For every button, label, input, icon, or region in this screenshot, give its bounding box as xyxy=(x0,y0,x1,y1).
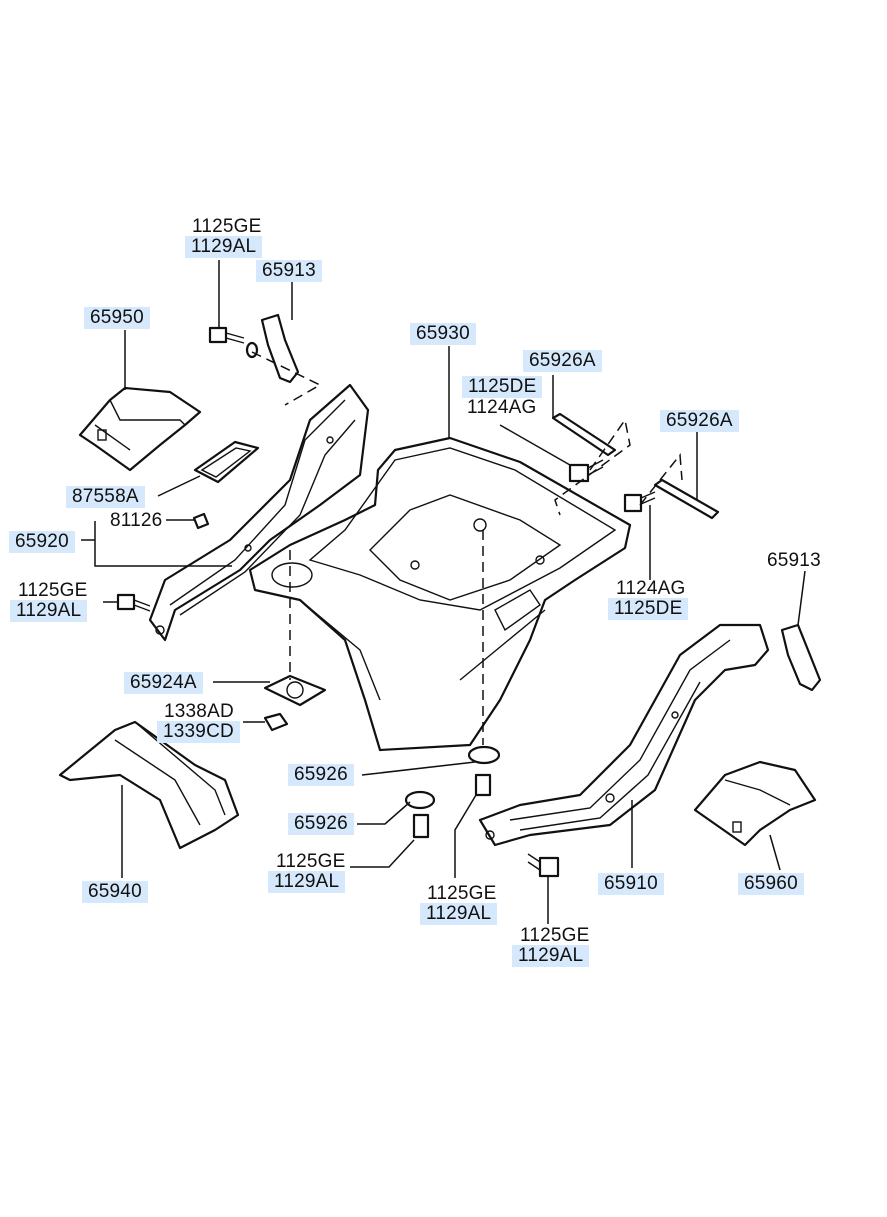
callout-rubber-upper[interactable]: 65926 xyxy=(288,764,354,786)
cover-left-drawing xyxy=(78,386,202,472)
callout-right-bolt-a[interactable]: 1124AG xyxy=(616,578,686,599)
callout-bolt-mid-a[interactable]: 1125DE xyxy=(462,376,543,398)
callout-side-member-right[interactable]: 65910 xyxy=(598,873,664,895)
callout-cover-left[interactable]: 65950 xyxy=(84,307,150,329)
callout-bracket-right[interactable]: 65913 xyxy=(767,550,821,571)
callout-cover-right[interactable]: 65960 xyxy=(738,873,804,895)
callout-bolt-mid-b[interactable]: 1124AG xyxy=(467,397,537,418)
callout-bottom-bolt2-a[interactable]: 1125GE xyxy=(427,883,497,904)
side-member-left-drawing xyxy=(148,383,370,642)
leader-lines xyxy=(81,260,806,924)
callout-cover-front[interactable]: 65940 xyxy=(82,881,148,903)
callout-nut-b[interactable]: 1339CD xyxy=(157,721,240,743)
callout-top-left-bolt-b[interactable]: 1129AL xyxy=(185,236,263,258)
callout-clip[interactable]: 81126 xyxy=(110,510,163,531)
side-member-right-drawing xyxy=(478,623,770,847)
callout-crossmember[interactable]: 65930 xyxy=(410,323,476,345)
cover-front-drawing xyxy=(58,720,240,850)
callout-rubber-lower[interactable]: 65926 xyxy=(288,813,354,835)
cover-right-drawing xyxy=(693,760,817,847)
plate-65926A-a-drawing xyxy=(551,412,617,457)
callout-left-bolt-a[interactable]: 1125GE xyxy=(18,580,88,601)
callout-pad[interactable]: 87558A xyxy=(66,486,145,508)
callout-bottom-bolt1-a[interactable]: 1125GE xyxy=(276,851,346,872)
callout-bracket-plate-a[interactable]: 65926A xyxy=(523,350,602,372)
bracket-left-drawing xyxy=(260,313,300,384)
callout-right-bolt-b[interactable]: 1125DE xyxy=(608,598,689,620)
callout-bottom-bolt3-a[interactable]: 1125GE xyxy=(520,925,590,946)
callout-side-member-left[interactable]: 65920 xyxy=(9,531,75,553)
callout-left-bolt-b[interactable]: 1129AL xyxy=(10,600,88,622)
plate-65926A-b-drawing xyxy=(653,478,720,520)
hardware-drawing xyxy=(116,326,656,878)
callout-nut-a[interactable]: 1338AD xyxy=(164,701,234,722)
callout-bottom-bolt3-b[interactable]: 1129AL xyxy=(512,945,590,967)
pad-87558A-drawing xyxy=(193,440,260,484)
mount-plate-drawing xyxy=(263,674,327,707)
callout-bracket-left[interactable]: 65913 xyxy=(256,260,322,282)
callout-top-left-bolt-a[interactable]: 1125GE xyxy=(192,216,262,237)
callout-mount-plate[interactable]: 65924A xyxy=(124,672,203,694)
crossmember-65930-drawing xyxy=(248,436,632,752)
callout-bracket-plate-b[interactable]: 65926A xyxy=(660,410,739,432)
callout-bottom-bolt1-b[interactable]: 1129AL xyxy=(268,871,346,893)
callout-bottom-bolt2-b[interactable]: 1129AL xyxy=(420,903,498,925)
bracket-right-drawing xyxy=(780,623,822,692)
